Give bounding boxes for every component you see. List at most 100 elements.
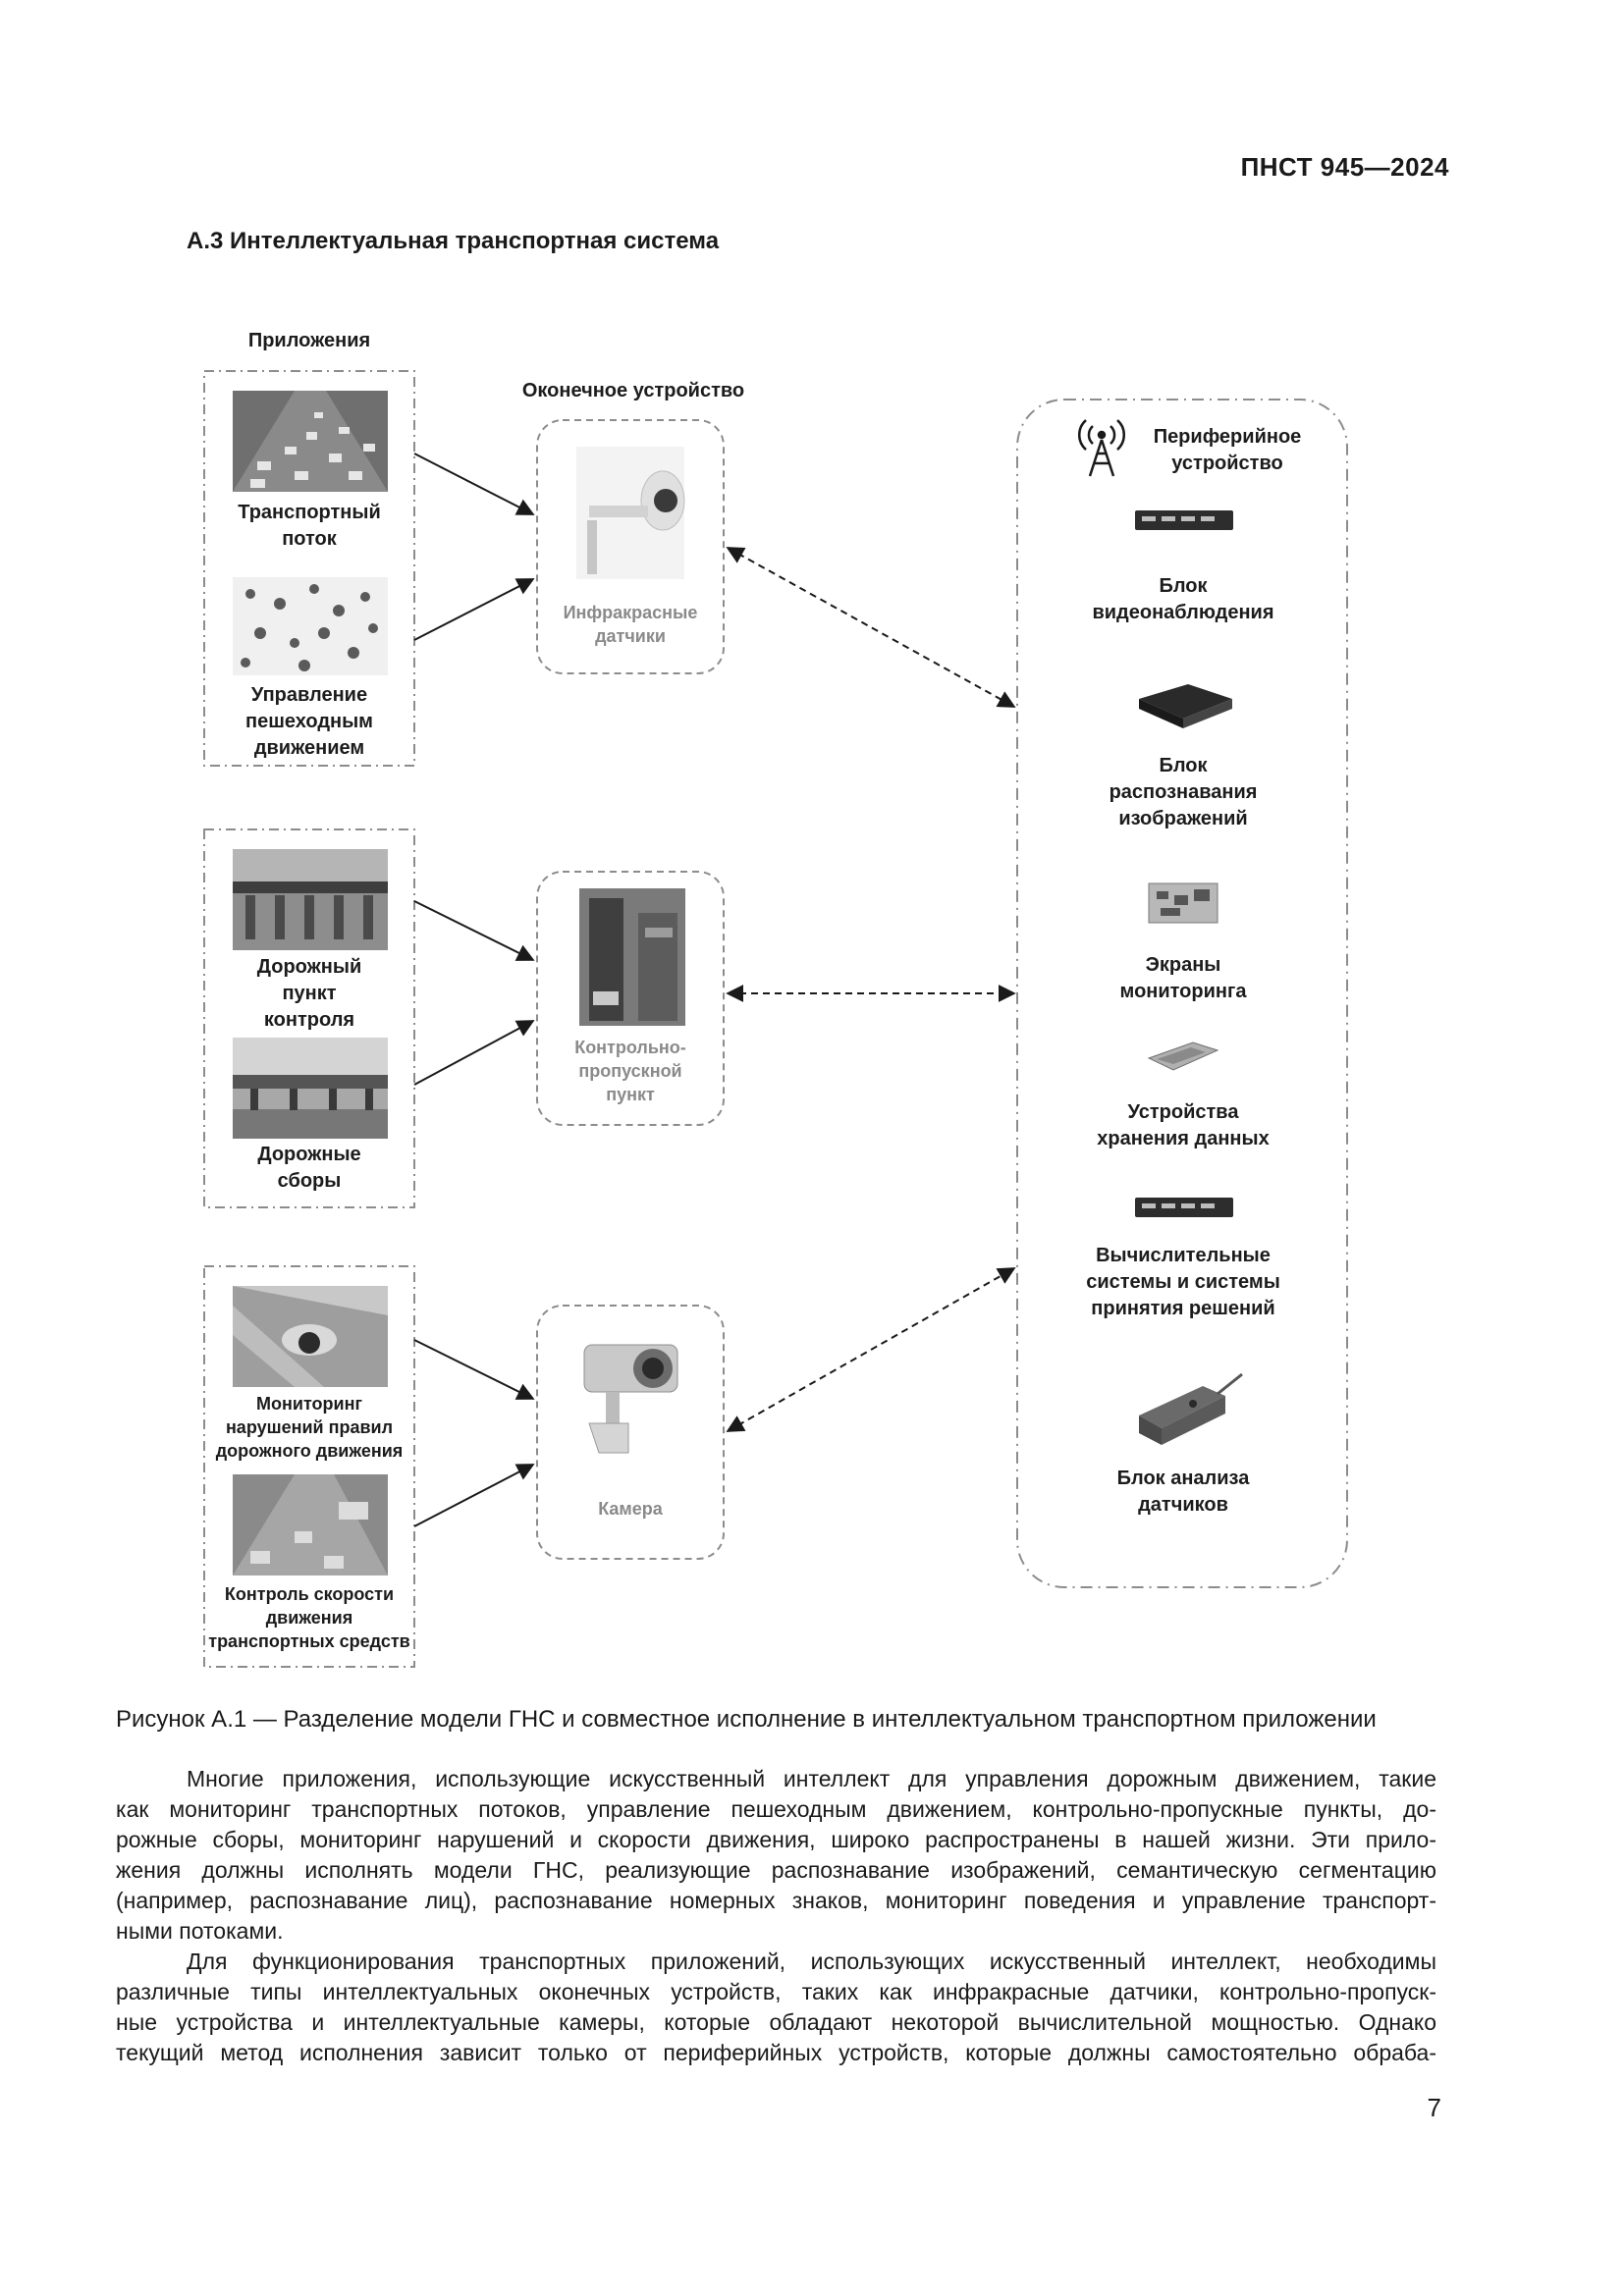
diagram bbox=[203, 370, 1348, 1668]
infrared-sensor-image bbox=[576, 447, 685, 579]
dome-camera-image bbox=[233, 1286, 388, 1387]
app-label-line: Дорожные bbox=[257, 1144, 361, 1165]
arrow-checkpoint-to-terminal bbox=[413, 900, 535, 961]
peripheral-label-line: Блок bbox=[1159, 575, 1208, 597]
peripheral-box bbox=[1016, 399, 1348, 1588]
app-label-line: пешеходным bbox=[245, 711, 373, 732]
peripheral-label-line: видеонаблюдения bbox=[1092, 602, 1274, 623]
terminal-box-infrared bbox=[536, 419, 725, 674]
app-label-speed-control: Контроль скорости движения транспортных … bbox=[196, 1582, 422, 1653]
terminal-label-camera: Камера bbox=[537, 1497, 724, 1521]
apps-title: Приложения bbox=[247, 330, 371, 351]
terminal-label-line: Контрольно- bbox=[574, 1038, 686, 1057]
video-surveillance-unit-icon bbox=[1135, 510, 1233, 530]
paragraph-line: жения должны исполнять модели ГНС, реали… bbox=[116, 1857, 1436, 1883]
paragraph-line: (например, распознавание лиц), распознав… bbox=[116, 1888, 1436, 1913]
terminal-label-line: пункт bbox=[606, 1085, 655, 1104]
paragraph-line: текущий метод исполнения зависит только … bbox=[116, 2040, 1436, 2065]
link-infrared-peripheral bbox=[726, 547, 1016, 708]
arrow-pedestrian-to-infrared bbox=[413, 578, 535, 641]
terminal-label-infrared: Инфракрасные датчики bbox=[537, 601, 724, 648]
terminal-box-checkpoint bbox=[536, 871, 725, 1126]
peripheral-label-video-surveillance: Блок видеонаблюдения bbox=[1041, 573, 1326, 626]
peripheral-label-line: мониторинга bbox=[1119, 981, 1247, 1002]
turnstile-image bbox=[579, 888, 685, 1026]
app-label-line: движением bbox=[253, 737, 365, 759]
terminal-label-checkpoint: Контрольно- пропускной пункт bbox=[537, 1036, 724, 1106]
app-label-line: Мониторинг bbox=[256, 1394, 362, 1414]
monitoring-screens-icon bbox=[1148, 882, 1218, 924]
app-label-line: транспортных средств bbox=[208, 1631, 410, 1651]
image-recognition-unit-icon bbox=[1139, 684, 1232, 728]
paragraph-1: Многие приложения, использующие искусств… bbox=[116, 1764, 1436, 1947]
paragraph-2: Для функционирования транспортных прилож… bbox=[116, 1947, 1436, 2068]
peripheral-label-line: Вычислительные bbox=[1096, 1245, 1271, 1266]
peripheral-label-line: Блок bbox=[1159, 755, 1208, 776]
peripheral-title-line-2: устройство bbox=[1171, 453, 1283, 474]
apps-group-2 bbox=[203, 828, 415, 1208]
peripheral-label-computing-systems: Вычислительные системы и системы приняти… bbox=[1041, 1243, 1326, 1322]
app-label-pedestrian-control: Управление пешеходным движением bbox=[204, 682, 414, 762]
terminal-box-camera bbox=[536, 1305, 725, 1560]
computing-systems-icon bbox=[1135, 1198, 1233, 1217]
app-label-traffic-flow: Транспортный поток bbox=[204, 500, 414, 553]
toll-plaza-image bbox=[233, 1038, 388, 1139]
peripheral-label-monitoring-screens: Экраны мониторинга bbox=[1041, 952, 1326, 1005]
peripheral-label-line: датчиков bbox=[1138, 1494, 1228, 1516]
arrow-traffic-to-infrared bbox=[413, 453, 535, 515]
peripheral-label-data-storage: Устройства хранения данных bbox=[1041, 1099, 1326, 1152]
paragraph-line: ными потоками. bbox=[116, 1918, 284, 1944]
peripheral-label-line: Блок анализа bbox=[1116, 1468, 1250, 1489]
link-camera-peripheral bbox=[726, 1267, 1016, 1432]
terminal-device-title: Оконечное устройство bbox=[521, 380, 745, 401]
data-storage-devices-icon bbox=[1147, 1041, 1219, 1071]
peripheral-label-line: распознавания bbox=[1109, 781, 1258, 803]
terminal-label-line: датчики bbox=[595, 626, 666, 646]
terminal-label-line: Камера bbox=[598, 1499, 663, 1519]
figure-caption: Рисунок А.1 — Разделение модели ГНС и со… bbox=[116, 1706, 1377, 1733]
app-label-road-tolls: Дорожные сборы bbox=[204, 1142, 414, 1195]
arrow-violations-to-camera bbox=[413, 1339, 535, 1400]
app-label-line: Транспортный bbox=[238, 502, 381, 523]
arrow-tolls-to-terminal bbox=[413, 1020, 535, 1086]
terminal-label-line: Инфракрасные bbox=[563, 603, 698, 622]
peripheral-label-line: системы и системы bbox=[1086, 1271, 1280, 1293]
page-number: 7 bbox=[1427, 2093, 1441, 2122]
pedestrians-image bbox=[233, 577, 388, 675]
document-code: ПНСТ 945—2024 bbox=[1240, 152, 1449, 182]
peripheral-label-sensor-analysis: Блок анализа датчиков bbox=[1041, 1466, 1326, 1519]
peripheral-title: Периферийное устройство bbox=[1129, 424, 1326, 477]
peripheral-label-line: изображений bbox=[1118, 808, 1248, 829]
app-label-violation-monitoring: Мониторинг нарушений правил дорожного дв… bbox=[204, 1392, 414, 1463]
camera-image bbox=[583, 1344, 678, 1454]
speed-control-image bbox=[233, 1474, 388, 1575]
checkpoint-image bbox=[233, 849, 388, 950]
app-label-line: сборы bbox=[277, 1170, 342, 1192]
app-label-line: нарушений правил bbox=[225, 1417, 394, 1437]
apps-group-3 bbox=[203, 1265, 415, 1668]
app-label-line: Управление bbox=[250, 684, 368, 706]
peripheral-label-image-recognition: Блок распознавания изображений bbox=[1041, 753, 1326, 832]
app-label-line: поток bbox=[282, 528, 337, 550]
peripheral-label-line: принятия решений bbox=[1091, 1298, 1275, 1319]
app-label-line: контроля bbox=[263, 1009, 355, 1031]
app-label-line: дорожного движения bbox=[215, 1441, 404, 1461]
arrow-speed-to-camera bbox=[413, 1464, 535, 1527]
app-label-line: Контроль скорости bbox=[224, 1584, 395, 1604]
paragraph-line: Многие приложения, использующие искусств… bbox=[187, 1766, 1436, 1791]
paragraph-line: различные типы интеллектуальных оконечны… bbox=[116, 1979, 1436, 2004]
app-label-road-checkpoint: Дорожный пункт контроля bbox=[204, 954, 414, 1034]
app-label-line: пункт bbox=[282, 983, 337, 1004]
antenna-icon bbox=[1077, 419, 1126, 477]
paragraph-line: ные устройства и интеллектуальные камеры… bbox=[116, 2009, 1436, 2035]
terminal-label-line: пропускной bbox=[578, 1061, 682, 1081]
traffic-flow-image bbox=[233, 391, 388, 492]
paragraph-line: Для функционирования транспортных прилож… bbox=[187, 1949, 1436, 1974]
section-title: А.3 Интеллектуальная транспортная систем… bbox=[187, 228, 720, 254]
sensor-analysis-unit-icon bbox=[1139, 1372, 1243, 1445]
paragraph-line: рожные сборы, мониторинг нарушений и ско… bbox=[116, 1827, 1436, 1852]
peripheral-title-line-1: Периферийное bbox=[1153, 426, 1302, 448]
app-label-line: Дорожный bbox=[256, 956, 362, 978]
peripheral-label-line: хранения данных bbox=[1097, 1128, 1270, 1149]
peripheral-label-line: Устройства bbox=[1127, 1101, 1239, 1123]
